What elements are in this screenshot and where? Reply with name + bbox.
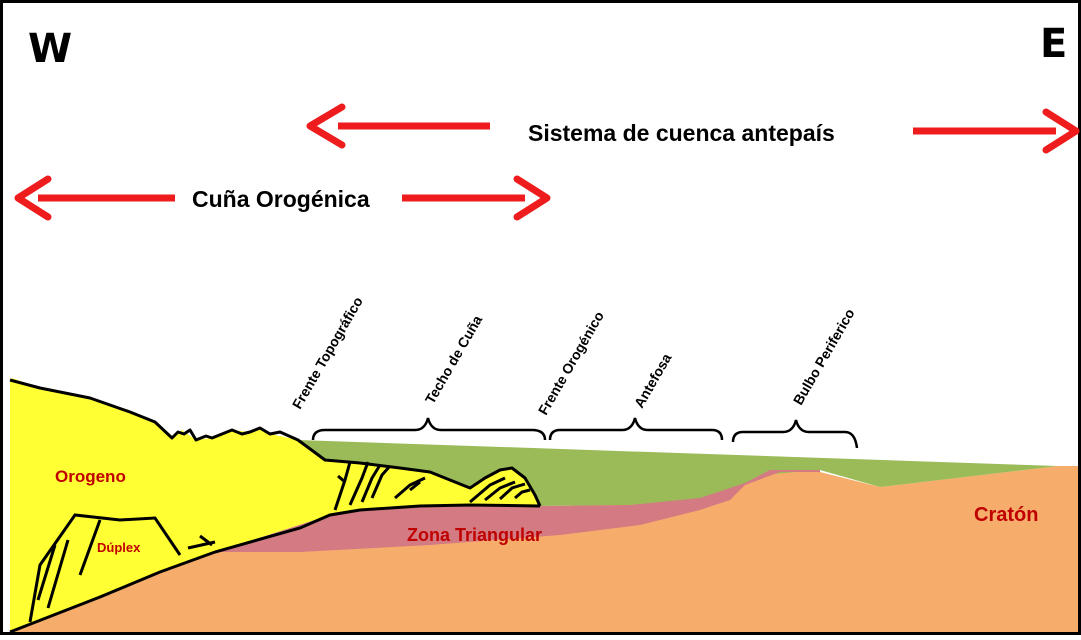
imbricate-thrusts (333, 461, 531, 511)
orogeno-label: Orogeno (55, 467, 126, 486)
triangle-zone (215, 470, 820, 552)
orogenic-wedge-label: Cuña Orogénica (192, 186, 370, 212)
duplex-thrust-2 (46, 539, 70, 609)
bracket-techo-cuna (311, 417, 547, 441)
arrowhead-right-icon (513, 175, 551, 221)
bracket-bulbo (731, 419, 859, 449)
wedge-span-arrow (14, 175, 551, 221)
duplex-thrust-1 (36, 544, 57, 601)
craton-basement (10, 466, 1078, 632)
foreland-span-arrow (306, 103, 1080, 154)
duplex-thrust-5 (199, 534, 213, 547)
foreland-system-label: Sistema de cuenca antepaís (528, 120, 835, 146)
basal-detachment (9, 503, 541, 634)
topographic-profile (9, 378, 542, 507)
bracket-antefosa (548, 417, 724, 441)
brackets (311, 417, 859, 449)
arrowhead-left-icon (306, 103, 346, 149)
duplex-thrust-3 (78, 519, 102, 576)
east-label: E (1040, 21, 1067, 67)
duplex-label: Dúplex (97, 540, 141, 555)
zona-triangular-label: Zona Triangular (407, 525, 542, 545)
orogen-body (10, 378, 540, 632)
arrowhead-left-icon (14, 175, 52, 221)
west-label: W (28, 26, 72, 72)
arrowhead-right-icon (1042, 108, 1080, 154)
craton-label: Cratón (974, 504, 1038, 526)
duplex-outline (28, 513, 182, 623)
